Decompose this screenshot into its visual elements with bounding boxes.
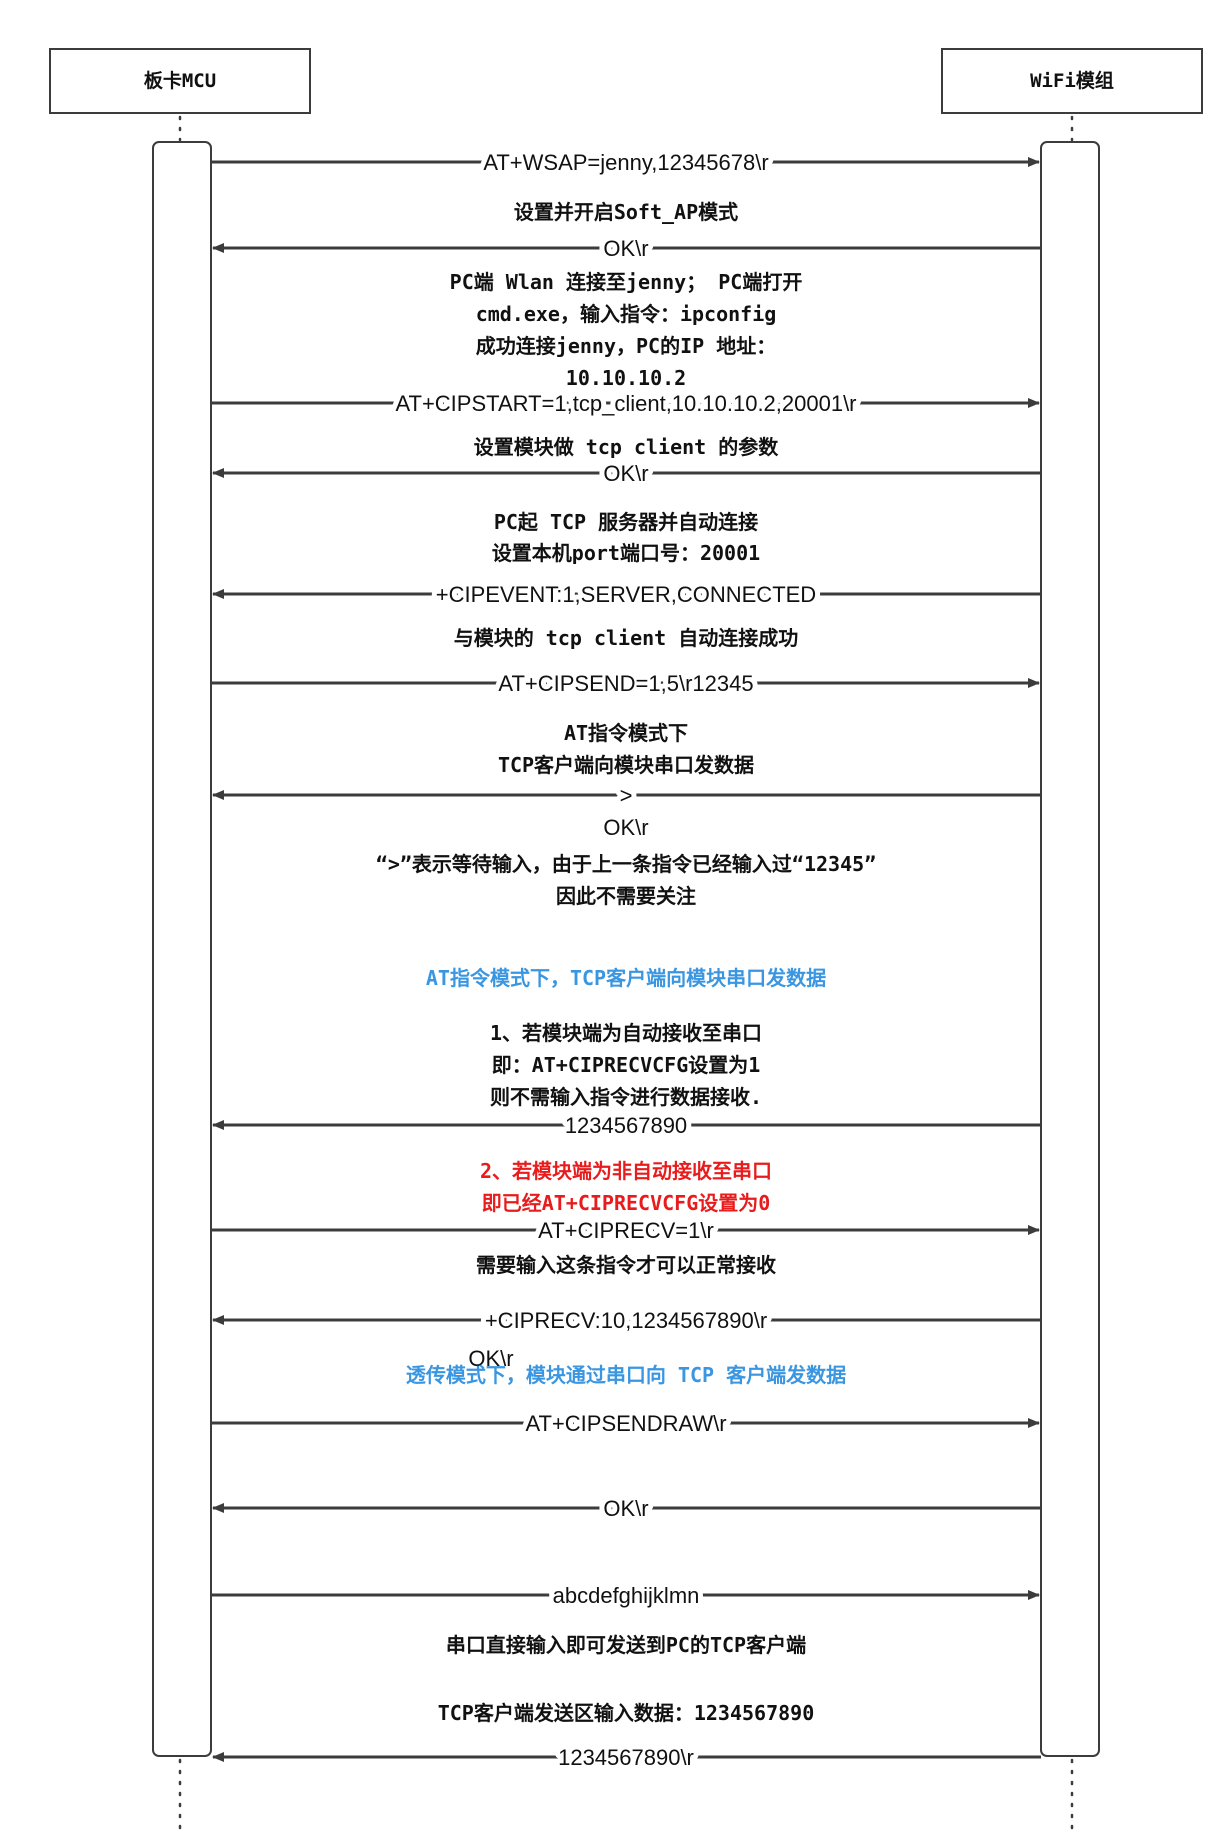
participant-left: 板卡MCU xyxy=(49,48,311,114)
note-2: PC端 Wlan 连接至jenny； PC端打开 cmd.exe，输入指令：ipc… xyxy=(450,270,803,390)
message-label: abcdefghijklmn xyxy=(553,1583,700,1608)
note-line: 透传模式下，模块通过串口向 TCP 客户端发数据 xyxy=(406,1363,846,1387)
message-2: OK\r xyxy=(212,231,1041,266)
note-line: 与模块的 tcp client 自动连接成功 xyxy=(454,626,799,650)
participant-right: WiFi模组 xyxy=(941,48,1203,114)
extra-message-label: OK\r xyxy=(603,815,648,840)
note-line: TCP客户端发送区输入数据：1234567890 xyxy=(438,1701,815,1725)
note-line: 2、若模块端为非自动接收至串口 xyxy=(480,1159,772,1183)
note-line: 设置并开启Soft_AP模式 xyxy=(514,200,738,224)
message-label: AT+CIPSENDRAW\r xyxy=(525,1411,726,1436)
note-line: PC端 Wlan 连接至jenny； PC端打开 xyxy=(450,270,803,294)
note-14: TCP客户端发送区输入数据：1234567890 xyxy=(438,1701,815,1725)
note-line: 设置模块做 tcp client 的参数 xyxy=(474,435,779,459)
note-line: AT指令模式下，TCP客户端向模块串口发数据 xyxy=(426,966,826,990)
note-line: AT指令模式下 xyxy=(564,721,688,745)
note-line: 即已经AT+CIPRECVCFG设置为0 xyxy=(482,1191,771,1215)
note-line: TCP客户端向模块串口发数据 xyxy=(498,753,754,777)
note-line: “>”表示等待输入，由于上一条指令已经输入过“12345” xyxy=(376,852,876,876)
message-12: OK\r xyxy=(212,1491,1041,1526)
message-10: +CIPRECV:10,1234567890\r xyxy=(212,1303,1041,1338)
message-7: > xyxy=(212,778,1041,813)
note-13: 串口直接输入即可发送到PC的TCP客户端 xyxy=(446,1633,806,1657)
note-8: AT指令模式下，TCP客户端向模块串口发数据 xyxy=(426,966,826,990)
note-line: 即：AT+CIPRECVCFG设置为1 xyxy=(492,1053,761,1077)
message-label: OK\r xyxy=(603,1496,648,1521)
message-label: 1234567890 xyxy=(565,1113,687,1138)
extra-labels: OK\rOK\r xyxy=(468,815,648,1371)
message-label: 1234567890\r xyxy=(558,1745,694,1770)
notes: 设置并开启Soft_AP模式 PC端 Wlan 连接至jenny； PC端打开 cm… xyxy=(376,200,876,1725)
note-line: 设置本机port端口号：20001 xyxy=(492,541,760,565)
lifelines xyxy=(178,115,1074,1832)
note-6: AT指令模式下 TCP客户端向模块串口发数据 xyxy=(498,721,754,777)
message-label: OK\r xyxy=(603,461,648,486)
note-line: 串口直接输入即可发送到PC的TCP客户端 xyxy=(446,1633,806,1657)
message-label: > xyxy=(620,783,633,808)
message-8: 1234567890 xyxy=(212,1108,1041,1143)
note-line: cmd.exe，输入指令：ipconfig xyxy=(476,302,777,326)
message-6: AT+CIPSEND=1,5\r12345 xyxy=(211,666,1040,701)
message-label: AT+WSAP=jenny,12345678\r xyxy=(483,150,768,175)
note-line: 因此不需要关注 xyxy=(556,884,696,908)
note-line: 则不需输入指令进行数据接收. xyxy=(490,1085,762,1109)
message-label: +CIPEVENT:1,SERVER,CONNECTED xyxy=(436,582,816,607)
note-line: 1、若模块端为自动接收至串口 xyxy=(490,1021,762,1045)
note-line: 10.10.10.2 xyxy=(566,366,686,390)
participant-left-label: 板卡MCU xyxy=(144,69,216,92)
message-11: AT+CIPSENDRAW\r xyxy=(211,1406,1040,1441)
note-line: PC起 TCP 服务器并自动连接 xyxy=(494,510,758,534)
message-13: abcdefghijklmn xyxy=(211,1578,1040,1613)
message-4: OK\r xyxy=(212,456,1041,491)
note-1: 设置并开启Soft_AP模式 xyxy=(514,200,738,224)
message-label: AT+CIPSEND=1,5\r12345 xyxy=(498,671,753,696)
note-3: 设置模块做 tcp client 的参数 xyxy=(474,435,779,459)
message-14: 1234567890\r xyxy=(212,1740,1041,1775)
extra-message-label: OK\r xyxy=(468,1346,513,1371)
right-activation-bar xyxy=(1040,141,1100,1757)
note-12: 透传模式下，模块通过串口向 TCP 客户端发数据 xyxy=(406,1363,846,1387)
note-7: “>”表示等待输入，由于上一条指令已经输入过“12345” 因此不需要关注 xyxy=(376,852,876,908)
messages: AT+WSAP=jenny,12345678\rOK\rAT+CIPSTART=… xyxy=(211,145,1041,1775)
message-9: AT+CIPRECV=1\r xyxy=(211,1213,1040,1248)
message-label: AT+CIPSTART=1,tcp_client,10.10.10.2,2000… xyxy=(395,391,856,416)
message-5: +CIPEVENT:1,SERVER,CONNECTED xyxy=(212,577,1041,612)
note-line: 成功连接jenny，PC的IP 地址： xyxy=(476,334,776,358)
message-label: AT+CIPRECV=1\r xyxy=(538,1218,714,1243)
message-label: OK\r xyxy=(603,236,648,261)
participant-right-label: WiFi模组 xyxy=(1030,69,1114,92)
left-activation-bar xyxy=(152,141,212,1757)
note-11: 需要输入这条指令才可以正常接收 xyxy=(476,1253,776,1277)
message-1: AT+WSAP=jenny,12345678\r xyxy=(211,145,1040,180)
message-3: AT+CIPSTART=1,tcp_client,10.10.10.2,2000… xyxy=(211,386,1040,421)
note-line: 需要输入这条指令才可以正常接收 xyxy=(476,1253,776,1277)
note-5: 与模块的 tcp client 自动连接成功 xyxy=(454,626,799,650)
message-label: +CIPRECV:10,1234567890\r xyxy=(485,1308,767,1333)
